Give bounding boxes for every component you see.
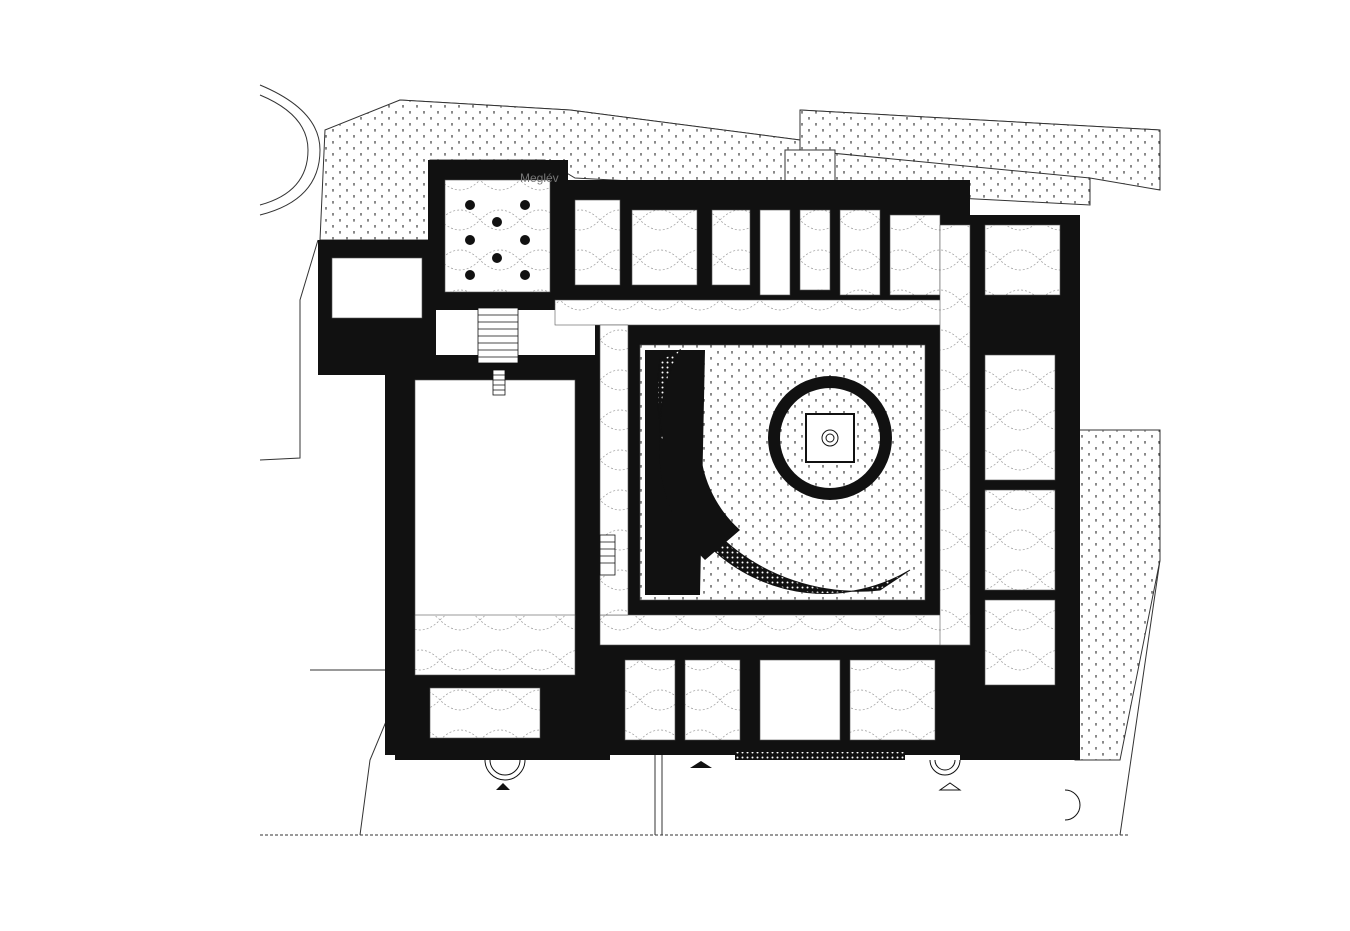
staircase xyxy=(477,307,616,576)
entrance-markers xyxy=(484,752,1081,821)
courtyard-feature xyxy=(645,348,911,595)
columns xyxy=(465,200,530,280)
existing-label: Meglév xyxy=(520,171,559,185)
